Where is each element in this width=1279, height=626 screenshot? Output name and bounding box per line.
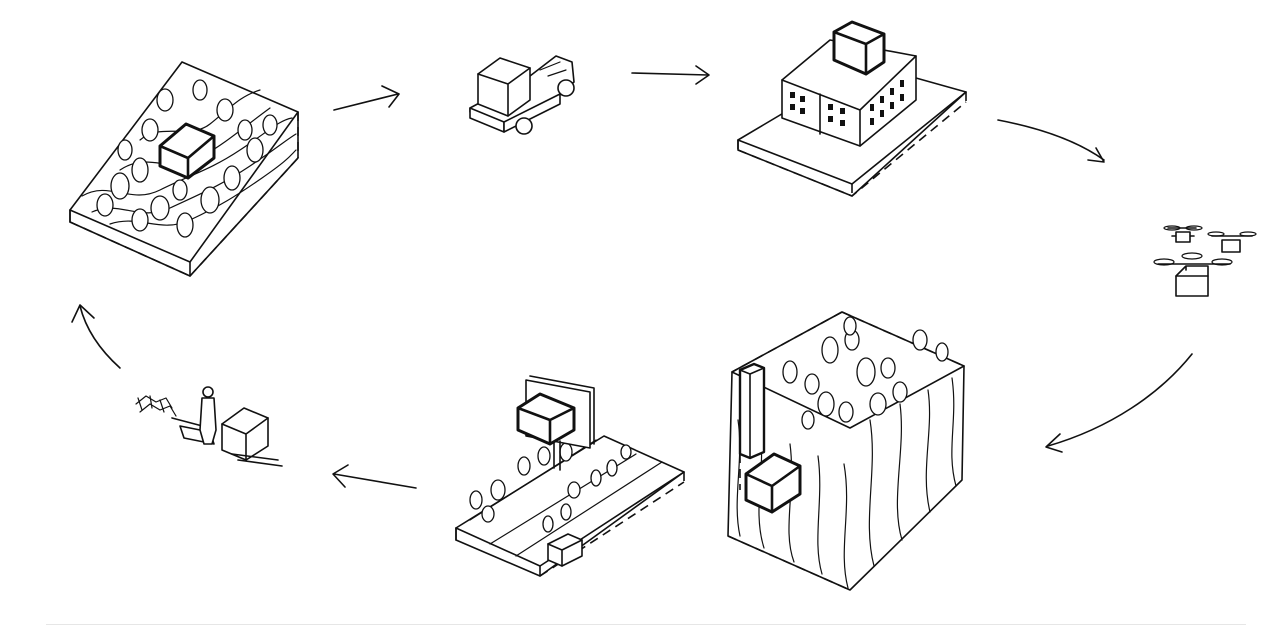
drone-large: [1153, 252, 1233, 297]
stage-urban-building: [737, 20, 967, 197]
arrow-2: [631, 65, 710, 85]
bottom-divider: [46, 624, 1246, 625]
drone-small-1: [1163, 225, 1203, 243]
stage-delivery-truck: [469, 55, 575, 135]
arrow-5: [332, 464, 417, 489]
module-box: [158, 122, 216, 180]
arrow-3: [997, 119, 1105, 163]
stage-hillside-forest: [69, 61, 299, 277]
stage-farm-field: [455, 375, 685, 577]
stage-person-sled: [135, 386, 283, 467]
building-windows: [790, 80, 904, 126]
drone-small-2: [1207, 231, 1257, 253]
dog-team: [135, 395, 177, 417]
stage-cliff-forest: [727, 311, 965, 591]
person-figure: [199, 386, 217, 445]
arrow-1: [333, 85, 400, 111]
field-trees: [469, 442, 632, 533]
hillside-trees: [96, 79, 278, 238]
arrow-4: [1045, 353, 1193, 453]
stage-delivery-drones: [1153, 225, 1257, 297]
arrow-6: [71, 304, 121, 369]
cliff-trees: [782, 316, 949, 430]
